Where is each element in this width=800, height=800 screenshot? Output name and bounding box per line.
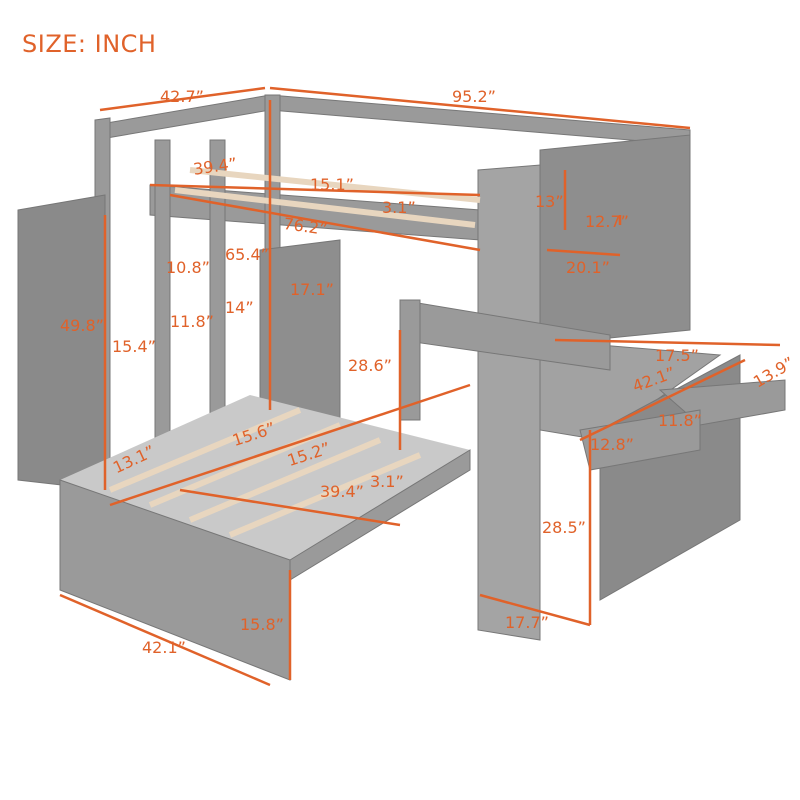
- dimension-label: 13”: [535, 192, 564, 211]
- top-shelf-unit: [539, 134, 691, 346]
- dimension-label: 12.8”: [590, 435, 634, 454]
- wardrobe-door: [17, 194, 106, 491]
- dimension-label: 14”: [225, 298, 254, 317]
- dimension-label: 15.1”: [310, 175, 354, 194]
- dimension-label: 17.5”: [655, 346, 699, 365]
- dimension-label: 65.4”: [225, 245, 269, 264]
- right-tower: [477, 164, 541, 641]
- dimension-label: 15.4”: [112, 337, 156, 356]
- dimension-label: 42.1”: [142, 638, 186, 657]
- ladder-rail: [154, 139, 171, 471]
- dimension-label: 17.7”: [505, 613, 549, 632]
- left-shelf-unit: [259, 239, 341, 421]
- dimension-label: 15.8”: [240, 615, 284, 634]
- dimension-label: 28.6”: [348, 356, 392, 375]
- dimension-label: 17.1”: [290, 280, 334, 299]
- dimension-label: 12.7”: [585, 212, 629, 231]
- dimension-label: 39.4”: [320, 482, 364, 501]
- dimension-label: 3.1”: [382, 198, 416, 217]
- dimension-label: 3.1”: [370, 472, 404, 491]
- dimension-label: 28.5”: [542, 518, 586, 537]
- dimension-label: 11.8”: [170, 312, 214, 331]
- dimension-label: 11.8”: [658, 411, 702, 430]
- lower-bed-frame: [60, 395, 470, 560]
- dimension-label: 42.7”: [160, 87, 204, 106]
- dimension-label: 10.8”: [166, 258, 210, 277]
- dimension-lines: [59, 86, 781, 687]
- size-unit-title: SIZE: INCH: [22, 30, 157, 58]
- dimension-label: 49.8”: [60, 316, 104, 335]
- dimension-label: 95.2”: [452, 87, 496, 106]
- slats: [108, 167, 481, 538]
- dimension-label: 20.1”: [566, 258, 610, 277]
